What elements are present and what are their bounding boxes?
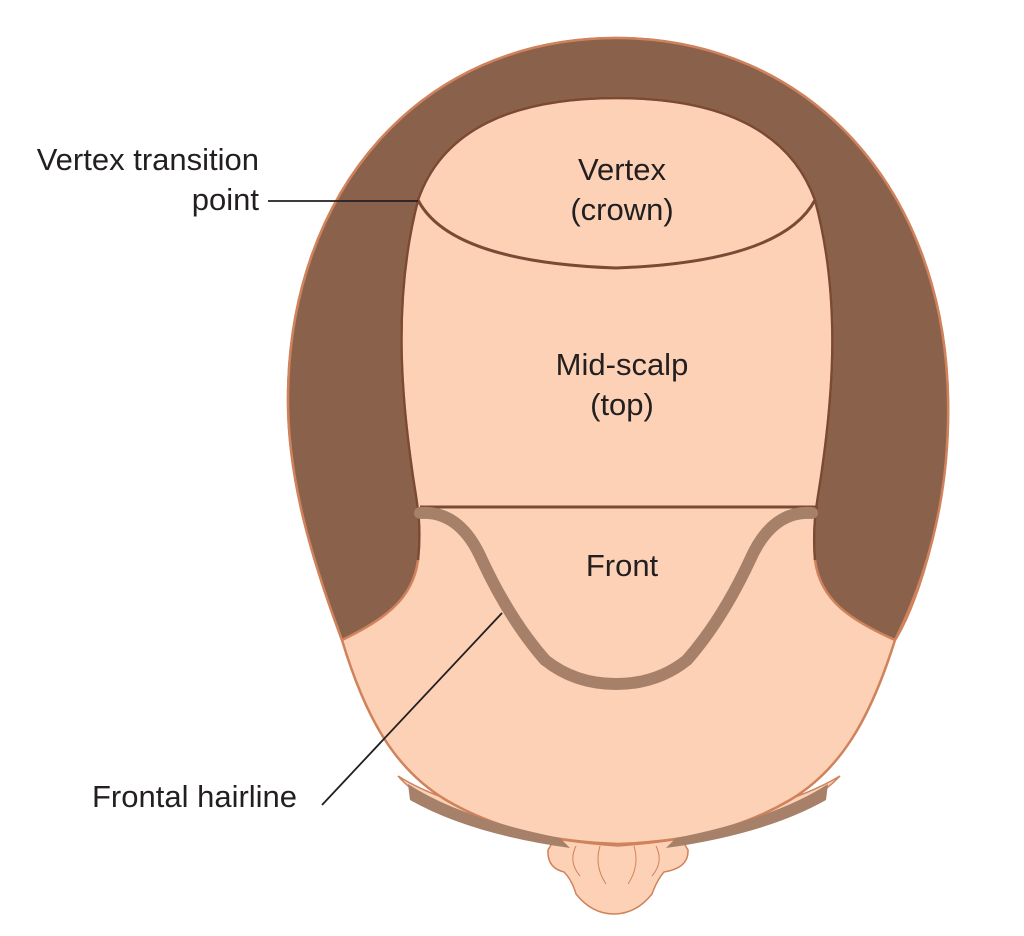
nose-bridge-left (597, 845, 607, 885)
nostril-left (572, 845, 581, 877)
frontal-hairline-band (414, 506, 818, 691)
front-label: Front (585, 548, 659, 583)
frontal-hairline-leader (321, 612, 503, 806)
nose-bridge-right (627, 845, 637, 885)
vertex-boundary (416, 199, 817, 270)
bald-region-outline (400, 96, 834, 561)
vertex-transition-label-line2: point (191, 182, 259, 217)
nostril-right (651, 845, 660, 877)
nose (547, 829, 689, 915)
midscalp-label-line1: Mid-scalp (555, 347, 689, 382)
frontal-hairline-label: Frontal hairline (92, 779, 298, 814)
midscalp-label-line2: (top) (590, 387, 654, 422)
eyebrow-band (408, 784, 828, 848)
vertex-transition-label-line1: Vertex transition (36, 142, 259, 177)
vertex-label-line2: (crown) (570, 192, 674, 227)
vertex-label-line1: Vertex (578, 152, 666, 187)
